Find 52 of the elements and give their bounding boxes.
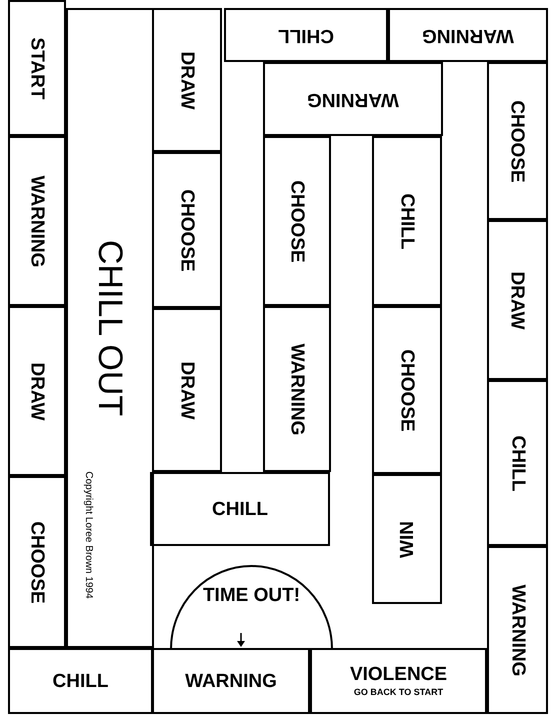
board-space xyxy=(263,62,443,136)
chill-out-zone xyxy=(66,8,154,648)
board-space xyxy=(487,380,548,546)
space-label: WIN xyxy=(398,520,416,558)
board-space xyxy=(263,306,331,472)
space-label: DRAW xyxy=(178,360,196,420)
board-space xyxy=(152,152,222,308)
space-label: CHOOSE xyxy=(28,520,46,604)
space-note: GO BACK TO START xyxy=(354,688,444,697)
board-space xyxy=(487,62,548,220)
space-label: WARNING xyxy=(307,90,399,108)
board-space xyxy=(152,648,310,714)
board-space xyxy=(8,306,66,476)
space-label: CHILL xyxy=(212,500,268,518)
space-label: WARNING xyxy=(185,672,277,690)
board-space xyxy=(8,0,66,136)
board-space xyxy=(8,476,66,648)
board-space xyxy=(487,220,548,380)
board-space xyxy=(224,8,388,62)
board-space xyxy=(152,8,222,152)
space-label: START xyxy=(28,37,46,99)
space-label: CHILL xyxy=(398,193,416,249)
space-label: CHOOSE xyxy=(178,188,196,272)
space-label: WARNING xyxy=(508,584,527,676)
space-label: DRAW xyxy=(28,362,46,420)
space-label: DRAW xyxy=(178,50,196,110)
board-space xyxy=(388,8,548,62)
space-label: WARNING xyxy=(422,26,514,44)
time-out-space xyxy=(170,565,333,649)
space-label: CHILL xyxy=(278,26,334,44)
space-label: CHILL xyxy=(508,435,527,491)
board-space xyxy=(152,308,222,472)
space-label: TIME OUT! xyxy=(202,586,300,604)
space-label: WARNING xyxy=(28,175,46,267)
board-space xyxy=(487,546,548,714)
space-label: WARNING xyxy=(288,343,306,435)
space-label: CHOOSE xyxy=(508,100,527,182)
board-space xyxy=(372,474,442,604)
board-space xyxy=(372,136,442,306)
board-space xyxy=(8,136,66,306)
space-label: CHILL OUT xyxy=(93,240,127,416)
board-space xyxy=(372,306,442,474)
space-label: DRAW xyxy=(508,270,527,330)
copyright-note: Copyright Loree Brown 1994 xyxy=(83,470,93,601)
board-space xyxy=(263,136,331,306)
board-space xyxy=(310,648,487,714)
space-label: CHILL xyxy=(52,672,108,690)
board-space xyxy=(150,472,330,546)
board-space xyxy=(8,648,153,714)
space-label: CHOOSE xyxy=(288,180,306,262)
space-label: CHOOSE xyxy=(398,348,416,432)
space-label: VIOLENCE xyxy=(350,665,448,684)
